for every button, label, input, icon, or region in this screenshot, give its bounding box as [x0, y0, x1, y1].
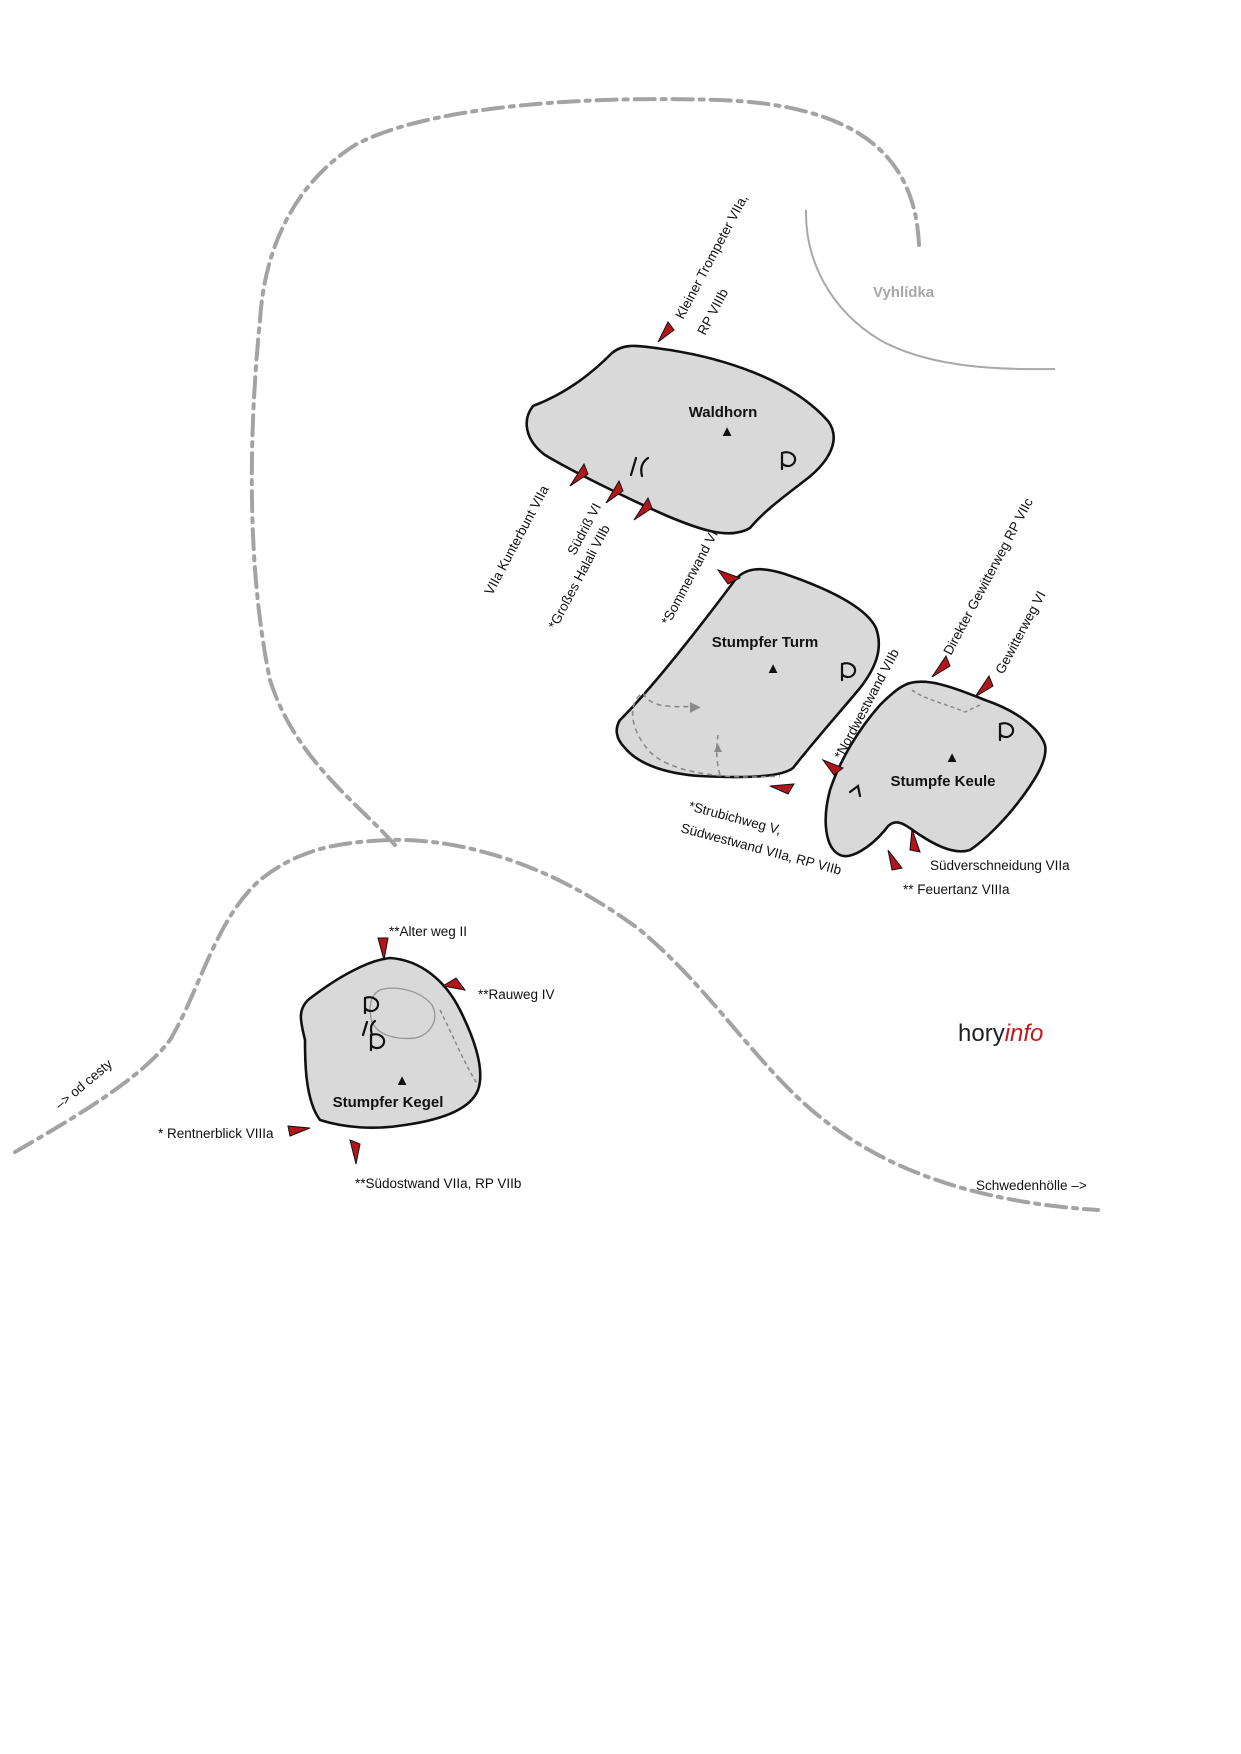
- summit-triangle-icon: ▲: [720, 423, 735, 440]
- route-marker[interactable]: [377, 937, 389, 961]
- logo-text-info: info: [1005, 1020, 1044, 1047]
- route-marker[interactable]: [287, 1125, 311, 1137]
- lookout-label: Vyhlídka: [873, 284, 935, 301]
- route-marker[interactable]: [716, 568, 742, 585]
- route-marker[interactable]: [821, 758, 844, 776]
- direction-label-from-road: –> od cesty: [52, 1056, 115, 1112]
- abseil-ring-icon: [840, 662, 857, 682]
- trail-upper-loop: [249, 97, 921, 847]
- route-path-dotted: [631, 694, 781, 778]
- rock-name-stumpfer-turm: Stumpfer Turm: [712, 634, 818, 651]
- horyinfo-logo: horyinfo: [958, 1020, 1043, 1047]
- svg-text:horyinfo: horyinfo: [958, 1020, 1043, 1047]
- route-marker[interactable]: [909, 828, 921, 853]
- arrow-up-icon: ▲: [711, 739, 725, 755]
- rock-stumpfe-keule[interactable]: Stumpfe Keule ▲: [824, 680, 1047, 858]
- route-path-dotted: [439, 1009, 479, 1086]
- route-label-kunterbunt: VIIa Kunterbunt VIIa: [481, 483, 552, 598]
- route-marker[interactable]: [657, 321, 675, 343]
- rock-name-stumpfe-keule: Stumpfe Keule: [890, 773, 995, 790]
- route-marker[interactable]: [605, 479, 624, 504]
- route-label-gewitterweg: Gewitterweg VI: [992, 589, 1048, 677]
- logo-text-hory: hory: [958, 1020, 1005, 1047]
- route-label-alter-weg: **Alter weg II: [389, 924, 467, 939]
- route-markers: [287, 321, 994, 1165]
- direction-label-schwedenhoelle: Schwedenhölle –>: [976, 1178, 1087, 1193]
- route-marker[interactable]: [633, 496, 653, 521]
- summit-triangle-icon: ▲: [395, 1072, 410, 1089]
- abseil-ring-icon: [363, 996, 380, 1015]
- route-marker[interactable]: [887, 849, 903, 871]
- route-path-dotted: [642, 692, 701, 708]
- route-marker[interactable]: [349, 1139, 361, 1165]
- route-path-dotted: [715, 734, 721, 776]
- arrow-right-icon: ▶: [690, 698, 701, 714]
- route-label-sudostwand: **Südostwand VIIa, RP VIIb: [355, 1176, 521, 1191]
- abseil-ring-icon: [780, 451, 797, 471]
- rock-stumpfer-kegel[interactable]: Stumpfer Kegel ▲: [299, 956, 482, 1130]
- rock-waldhorn[interactable]: Waldhorn ▲: [525, 344, 835, 535]
- crack-icon: [629, 456, 650, 478]
- rock-stumpfer-turm[interactable]: Stumpfer Turm ▲ ▶ ▲: [615, 567, 881, 779]
- route-label-sudverschneidung: Südverschneidung VIIa: [930, 858, 1070, 873]
- abseil-ring-icon: [998, 722, 1015, 742]
- route-label-rauweg: **Rauweg IV: [478, 987, 555, 1002]
- crack-icon: [848, 784, 862, 798]
- route-marker[interactable]: [931, 654, 951, 678]
- route-marker[interactable]: [974, 674, 994, 698]
- route-marker[interactable]: [569, 462, 589, 487]
- crack-icon: [361, 1019, 377, 1037]
- summit-triangle-icon: ▲: [766, 660, 781, 677]
- route-path-dotted: [911, 689, 981, 713]
- lookout-boundary: [804, 209, 1056, 371]
- route-label-feuertanz: ** Feuertanz VIIIa: [903, 882, 1010, 897]
- rock-name-waldhorn: Waldhorn: [689, 404, 758, 421]
- summit-triangle-icon: ▲: [945, 749, 960, 766]
- route-marker[interactable]: [441, 977, 467, 991]
- route-marker[interactable]: [769, 783, 795, 795]
- rock-name-stumpfer-kegel: Stumpfer Kegel: [333, 1094, 444, 1111]
- trail-lower-main: [13, 837, 1100, 1212]
- route-label-rentnerblick: * Rentnerblick VIIIa: [158, 1126, 274, 1141]
- abseil-ring-icon: [369, 1033, 386, 1052]
